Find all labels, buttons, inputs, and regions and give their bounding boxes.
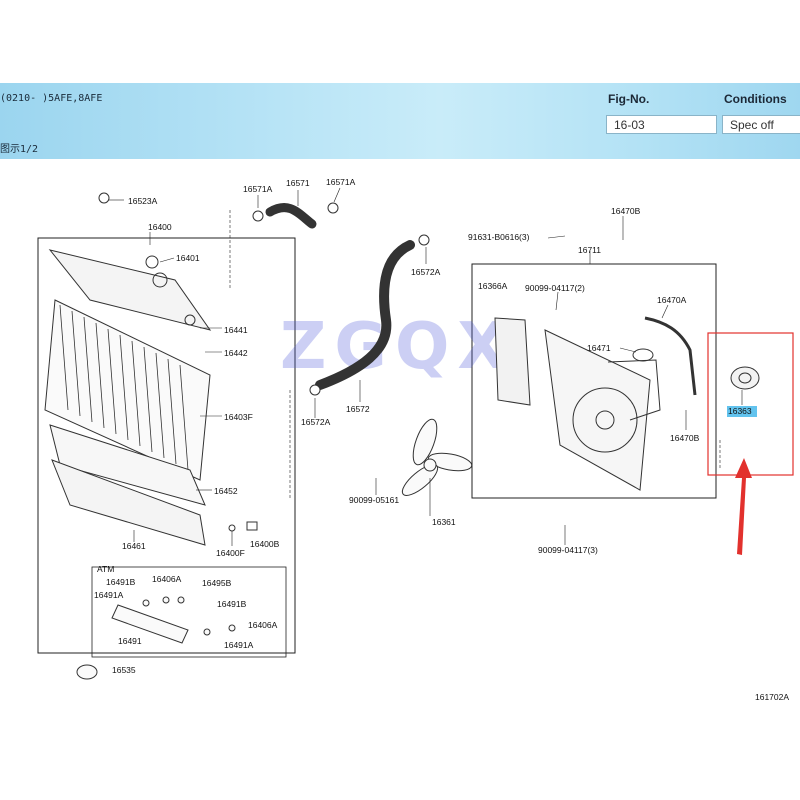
fan-shroud-group-frame bbox=[471, 263, 717, 499]
illustration-number: 161702A bbox=[755, 692, 789, 702]
atm-label: ATM bbox=[97, 564, 114, 574]
callout-16495B[interactable]: 16495B bbox=[202, 578, 232, 588]
callout-16571A-left[interactable]: 16571A bbox=[243, 184, 273, 194]
radiator-illustration bbox=[44, 249, 258, 546]
callout-16442[interactable]: 16442 bbox=[224, 348, 248, 358]
callout-16470B-bottom[interactable]: 16470B bbox=[670, 433, 700, 443]
highlight-box bbox=[707, 332, 794, 476]
red-arrow-annotation bbox=[735, 458, 752, 555]
fan-motor-illustration bbox=[730, 366, 760, 390]
fan-illustration bbox=[401, 418, 473, 496]
callout-16363[interactable]: 16363 bbox=[728, 406, 752, 416]
callout-16491A-bottom[interactable]: 16491A bbox=[224, 640, 254, 650]
callout-16461[interactable]: 16461 bbox=[122, 541, 146, 551]
callout-labels: 16523A 16400 16401 16441 16442 16403F 16… bbox=[94, 177, 789, 702]
fig-no-field[interactable]: 16-03 bbox=[606, 115, 717, 134]
radiator-group-frame bbox=[37, 237, 296, 654]
callout-90099-04117-2[interactable]: 90099-04117(2) bbox=[525, 283, 585, 293]
callout-16441[interactable]: 16441 bbox=[224, 325, 248, 335]
hose-clamps bbox=[98, 192, 430, 396]
header-banner: (0210- )5AFE,8AFE 图示1/2 Fig-No. Conditio… bbox=[0, 83, 800, 159]
callout-16400B[interactable]: 16400B bbox=[250, 539, 280, 549]
callout-16572A-upper[interactable]: 16572A bbox=[411, 267, 441, 277]
callout-16571[interactable]: 16571 bbox=[286, 178, 310, 188]
upper-hose-illustration bbox=[265, 203, 317, 229]
fan-shroud-illustration bbox=[494, 316, 697, 491]
callout-16406A-top[interactable]: 16406A bbox=[152, 574, 182, 584]
callout-91631-B0616[interactable]: 91631-B0616(3) bbox=[468, 232, 530, 242]
callout-16400F[interactable]: 16400F bbox=[216, 548, 245, 558]
callout-16361[interactable]: 16361 bbox=[432, 517, 456, 527]
callout-16452[interactable]: 16452 bbox=[214, 486, 238, 496]
callout-16400[interactable]: 16400 bbox=[148, 222, 172, 232]
atm-group-frame bbox=[91, 566, 287, 658]
watermark: ZGQX bbox=[280, 310, 515, 384]
callout-16403F[interactable]: 16403F bbox=[224, 412, 253, 422]
callout-16491B-top[interactable]: 16491B bbox=[106, 577, 136, 587]
lower-hose-illustration bbox=[315, 240, 415, 390]
model-code: (0210- )5AFE,8AFE bbox=[0, 93, 103, 104]
callout-16471[interactable]: 16471 bbox=[587, 343, 611, 353]
callout-16406A-right[interactable]: 16406A bbox=[248, 620, 278, 630]
callout-16470B-top[interactable]: 16470B bbox=[611, 206, 641, 216]
page-indicator: 图示1/2 bbox=[0, 144, 39, 155]
callout-16572A-lower[interactable]: 16572A bbox=[301, 417, 331, 427]
part-highlight bbox=[727, 406, 757, 417]
fig-no-label: Fig-No. bbox=[608, 92, 650, 106]
conditions-label: Conditions bbox=[724, 92, 787, 106]
callout-16572[interactable]: 16572 bbox=[346, 404, 370, 414]
callout-16470A[interactable]: 16470A bbox=[657, 295, 687, 305]
callout-16571A-right[interactable]: 16571A bbox=[326, 177, 356, 187]
conditions-field[interactable]: Spec off bbox=[722, 115, 800, 134]
callout-16366A[interactable]: 16366A bbox=[478, 281, 508, 291]
callout-16401[interactable]: 16401 bbox=[176, 253, 200, 263]
callout-16535[interactable]: 16535 bbox=[112, 665, 136, 675]
callout-16491A-top[interactable]: 16491A bbox=[94, 590, 124, 600]
callout-90099-04117-3[interactable]: 90099-04117(3) bbox=[538, 545, 598, 555]
callout-16491B-right[interactable]: 16491B bbox=[217, 599, 247, 609]
callout-16523A[interactable]: 16523A bbox=[128, 196, 158, 206]
callout-16711[interactable]: 16711 bbox=[578, 245, 601, 255]
callout-90099-05161[interactable]: 90099-05161 bbox=[349, 495, 399, 505]
atm-pipe-illustration bbox=[76, 596, 236, 680]
leader-lines bbox=[108, 187, 743, 546]
callout-16491[interactable]: 16491 bbox=[118, 636, 142, 646]
